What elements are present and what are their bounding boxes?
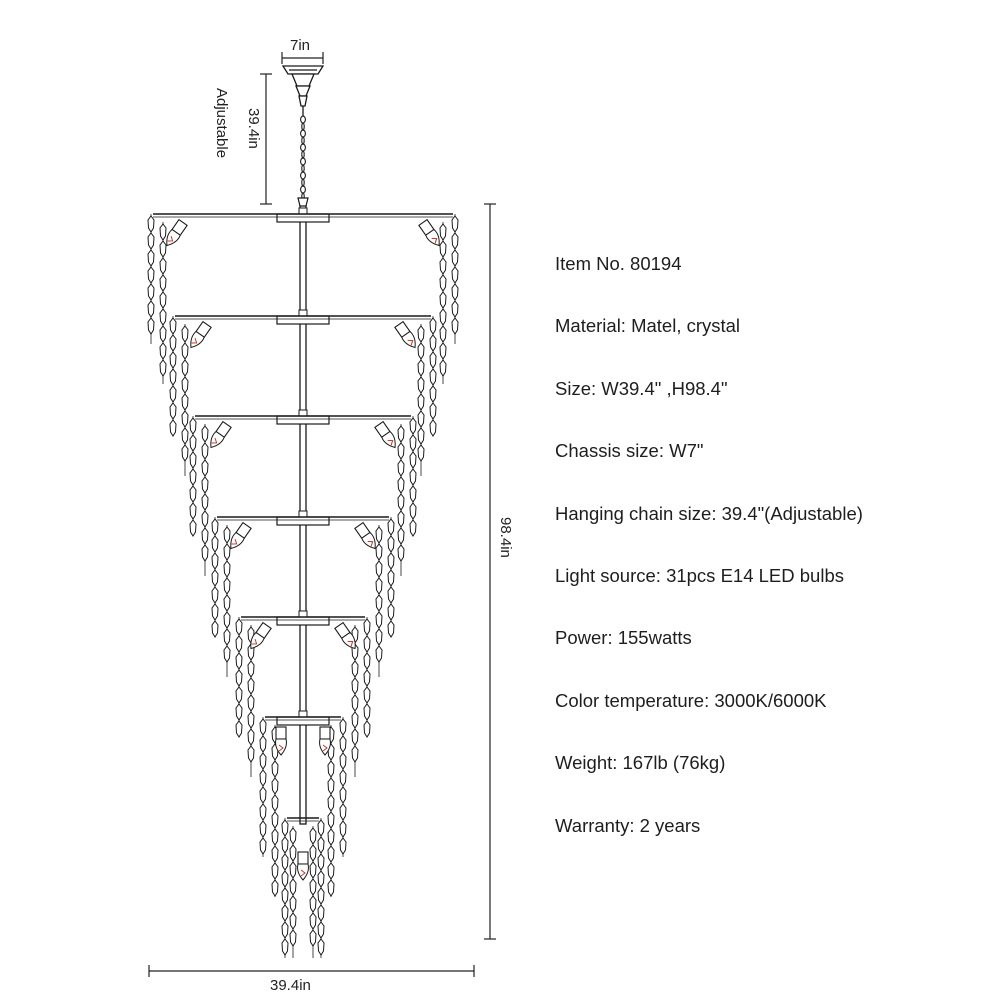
spec-material: Material: Matel, crystal <box>555 315 741 337</box>
crystal-strand <box>387 517 395 638</box>
bulb-icon <box>394 320 416 349</box>
chassis-width-label: 7in <box>290 37 311 54</box>
bulb-icon <box>374 420 396 449</box>
chandelier-tier <box>189 409 417 576</box>
bulb-icon <box>190 320 212 349</box>
crystal-strand <box>289 826 297 958</box>
crystal-strand <box>159 222 167 384</box>
crystal-strand <box>147 214 155 344</box>
hanging-chain <box>300 115 306 201</box>
crystal-strand <box>375 525 383 677</box>
bulb-icon <box>230 521 252 550</box>
crystal-strand <box>409 416 417 537</box>
crystal-strand <box>363 617 371 738</box>
crystal-strand <box>339 717 347 857</box>
spec-chain-size: Hanging chain size: 39.4"(Adjustable) <box>555 502 863 524</box>
spec-size: Size: W39.4" ,H98.4" <box>555 377 728 399</box>
bulb-icon <box>166 218 188 247</box>
spec-warranty: Warranty: 2 years <box>555 814 701 836</box>
crystal-strand <box>189 416 197 537</box>
bulb-icon <box>297 851 309 881</box>
chandelier-tier <box>259 710 347 897</box>
bulb-icon <box>250 621 272 650</box>
chain-adjustable-label: Adjustable <box>213 88 230 159</box>
chain-length-label: 39.4in <box>245 108 262 149</box>
chandelier-tier <box>147 207 459 384</box>
chandelier-body <box>147 197 459 958</box>
crystal-strand <box>309 826 317 958</box>
bulb-icon <box>334 621 356 650</box>
crystal-strand <box>201 424 209 576</box>
crystal-strand <box>429 316 437 437</box>
crystal-strand <box>271 725 279 897</box>
total-width-label: 39.4in <box>270 977 311 994</box>
crystal-strand <box>351 625 359 777</box>
chandelier-tier <box>169 309 437 476</box>
total-height-label: 98.4in <box>497 517 514 558</box>
crystal-strand <box>281 818 289 958</box>
crystal-strand <box>223 525 231 677</box>
crystal-strand <box>211 517 219 638</box>
canopy <box>281 65 325 116</box>
bulb-icon <box>418 218 440 247</box>
crystal-strand <box>397 424 405 576</box>
crystal-strand <box>169 316 177 437</box>
bulb-icon <box>210 420 232 449</box>
spec-power: Power: 155watts <box>555 627 692 649</box>
bulb-icon <box>319 726 331 756</box>
bulb-icon <box>354 521 376 550</box>
crystal-strand <box>181 324 189 476</box>
crystal-strand <box>317 818 325 958</box>
crystal-strand <box>439 222 447 384</box>
dimension-lines <box>148 52 496 977</box>
chandelier-tier <box>281 817 325 958</box>
bulb-icon <box>275 726 287 756</box>
crystal-strand <box>259 717 267 857</box>
crystal-strand <box>327 725 335 897</box>
spec-chassis-size: Chassis size: W7" <box>555 440 704 462</box>
chandelier-tier <box>211 510 395 677</box>
spec-weight: Weight: 167lb (76kg) <box>555 752 726 774</box>
crystal-strand <box>235 617 243 738</box>
spec-list: Item No. 80194 Material: Matel, crystal … <box>555 252 863 876</box>
spec-item-no: Item No. 80194 <box>555 253 682 274</box>
spec-light-source: Light source: 31pcs E14 LED bulbs <box>555 564 844 586</box>
crystal-strand <box>451 214 459 344</box>
crystal-strand <box>417 324 425 476</box>
chandelier-tier <box>235 610 371 777</box>
spec-color-temperature: Color temperature: 3000K/6000K <box>555 689 827 711</box>
